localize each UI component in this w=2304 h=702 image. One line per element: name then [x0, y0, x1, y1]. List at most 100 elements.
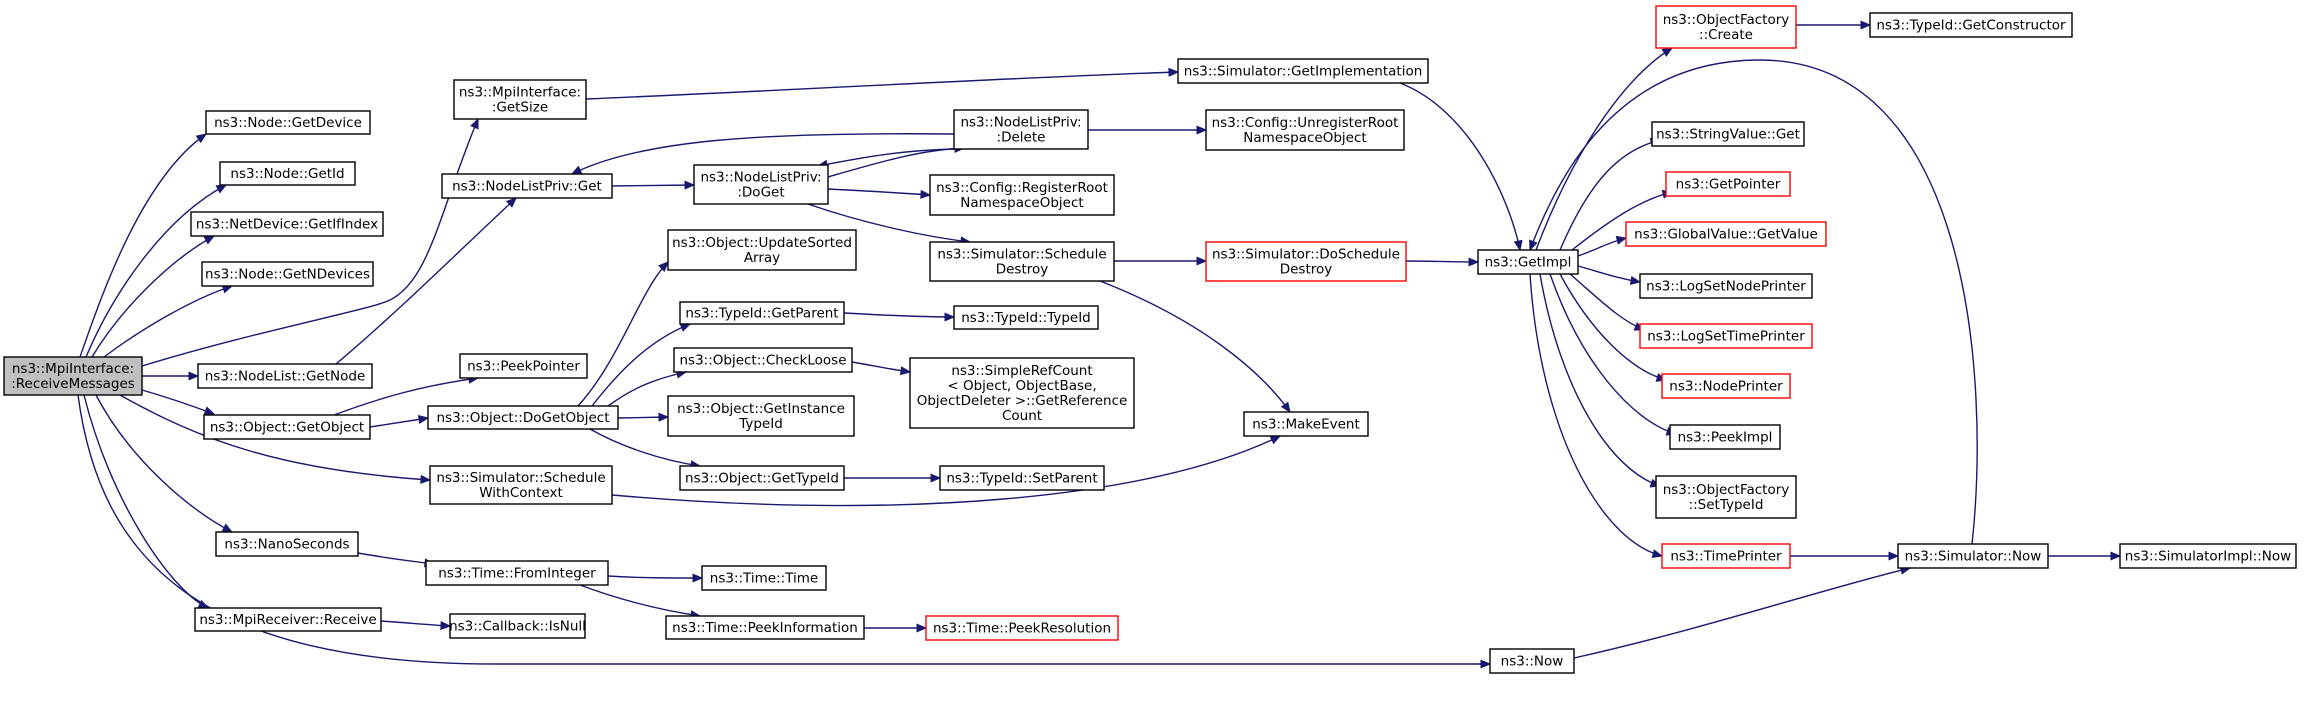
edge-schedule_destroy-to-makeevent — [1099, 280, 1291, 414]
node-sim-now[interactable]: ns3::Simulator::Now — [1897, 543, 2049, 569]
node-label: ns3::Config::RegisterRoot — [936, 180, 1108, 196]
node-lognodeprinter[interactable]: ns3::LogSetNodePrinter — [1639, 273, 1813, 299]
node-label: ns3::MpiInterface: — [12, 361, 134, 377]
node-label: ObjectDeleter >::GetReference — [917, 393, 1128, 409]
node-getimpl[interactable]: ns3::GetImpl — [1477, 249, 1579, 275]
node-label: ns3::Object::GetTypeId — [685, 471, 839, 487]
node-typeid-typeid[interactable]: ns3::TypeId::TypeId — [953, 305, 1099, 330]
node-label: ns3::TypeId::GetParent — [685, 306, 838, 322]
node-nlp-delete[interactable]: ns3::NodeListPriv::Delete — [953, 109, 1089, 150]
node-peekresolution[interactable]: ns3::Time::PeekResolution — [925, 615, 1119, 641]
node-globalvalue[interactable]: ns3::GlobalValue::GetValue — [1625, 221, 1827, 247]
node-peekimpl[interactable]: ns3::PeekImpl — [1669, 424, 1781, 450]
node-label: WithContext — [479, 485, 563, 501]
node-label: ns3::Simulator::GetImplementation — [1184, 64, 1423, 80]
node-label: ns3::Node::GetId — [230, 166, 344, 182]
edge-root-to-nodelist_getnode — [142, 371, 200, 381]
node-time-time[interactable]: ns3::Time::Time — [701, 565, 827, 591]
node-getconstructor[interactable]: ns3::TypeId::GetConstructor — [1869, 12, 2073, 38]
edge-peekinfo-to-peekresolution — [864, 623, 928, 633]
node-label: ns3::LogSetTimePrinter — [1647, 329, 1805, 345]
node-getpointer[interactable]: ns3::GetPointer — [1665, 171, 1791, 197]
node-label: ns3::Time::Time — [710, 571, 818, 587]
node-label: ns3::ObjectFactory — [1663, 482, 1790, 498]
node-nodelist-getnode[interactable]: ns3::NodeList::GetNode — [197, 363, 373, 389]
node-simimpl-now[interactable]: ns3::SimulatorImpl::Now — [2119, 543, 2297, 569]
node-label: ns3::GlobalValue::GetValue — [1634, 227, 1818, 243]
edge-fromint-to-time_time — [607, 573, 704, 583]
edge-obj_getobject-to-dogetobject — [369, 414, 430, 428]
node-peekinfo[interactable]: ns3::Time::PeekInformation — [665, 615, 865, 640]
node-unregister[interactable]: ns3::Config::UnregisterRootNamespaceObje… — [1205, 109, 1405, 151]
node-logtimeprinter[interactable]: ns3::LogSetTimePrinter — [1639, 323, 1813, 349]
node-of-create[interactable]: ns3::ObjectFactory::Create — [1655, 5, 1797, 49]
node-obj-getobject[interactable]: ns3::Object::GetObject — [203, 414, 371, 440]
node-getsize[interactable]: ns3::MpiInterface::GetSize — [453, 79, 587, 120]
edge-root-to-obj_getobject — [141, 389, 216, 415]
node-mpireceiver[interactable]: ns3::MpiReceiver::Receive — [194, 607, 382, 632]
node-fromint[interactable]: ns3::Time::FromInteger — [425, 560, 609, 586]
edge-getimpl-to-lognodeprinter — [1577, 265, 1642, 285]
node-makeevent[interactable]: ns3::MakeEvent — [1243, 411, 1369, 437]
node-label: ns3::MpiInterface: — [459, 85, 581, 101]
edge-sim_now-to-getimpl — [1529, 59, 1978, 545]
node-label: ns3::Simulator::DoSchedule — [1212, 247, 1400, 263]
edge-root-to-getsize — [141, 117, 479, 367]
node-callback-isnull[interactable]: ns3::Callback::IsNull — [449, 613, 586, 639]
node-timeprinter[interactable]: ns3::TimePrinter — [1661, 543, 1791, 569]
node-label: ns3::TypeId::GetConstructor — [1876, 18, 2066, 34]
node-label: ns3::NanoSeconds — [224, 537, 349, 553]
node-getndevices[interactable]: ns3::Node::GetNDevices — [201, 261, 374, 287]
node-nodeprinter[interactable]: ns3::NodePrinter — [1661, 373, 1791, 399]
node-nanoseconds[interactable]: ns3::NanoSeconds — [215, 531, 359, 557]
node-label: ns3::PeekPointer — [467, 359, 580, 375]
node-label: ns3::GetImpl — [1485, 255, 1572, 271]
node-label: ns3::Object::GetObject — [210, 420, 364, 436]
node-nlp-doget[interactable]: ns3::NodeListPriv::DoGet — [693, 164, 829, 205]
node-label: ns3::SimpleRefCount — [951, 363, 1092, 379]
node-obj-gettypeid[interactable]: ns3::Object::GetTypeId — [679, 465, 845, 491]
node-label: ns3::NetDevice::GetIfIndex — [196, 217, 378, 233]
edge-root-to-mpireceiver — [83, 394, 210, 609]
node-label: ns3::Simulator::Schedule — [436, 470, 605, 486]
node-root[interactable]: ns3::MpiInterface::ReceiveMessages — [3, 356, 143, 396]
node-label: ns3::GetPointer — [1676, 177, 1781, 193]
node-getimpl-sim[interactable]: ns3::Simulator::GetImplementation — [1177, 58, 1429, 84]
edge-getimpl-to-timeprinter — [1529, 273, 1664, 559]
node-label: NamespaceObject — [960, 195, 1083, 211]
edge-mpireceiver-to-callback_isnull — [380, 620, 452, 631]
node-getifindex[interactable]: ns3::NetDevice::GetIfIndex — [190, 211, 384, 237]
node-ns3now[interactable]: ns3::Now — [1489, 648, 1575, 674]
node-nlp-get[interactable]: ns3::NodeListPriv::Get — [441, 173, 613, 199]
node-label: ns3::Object::CheckLoose — [679, 353, 846, 369]
node-dogetobject[interactable]: ns3::Object::DoGetObject — [427, 405, 619, 430]
node-label: < Object, ObjectBase, — [947, 378, 1096, 394]
node-label: ns3::Simulator::Now — [1905, 549, 2042, 565]
node-typeid-setparent[interactable]: ns3::TypeId::SetParent — [939, 465, 1105, 491]
node-stringvalue-get[interactable]: ns3::StringValue::Get — [1651, 121, 1805, 147]
node-getdevice[interactable]: ns3::Node::GetDevice — [205, 110, 371, 135]
node-label: ns3::StringValue::Get — [1656, 127, 1800, 143]
node-simplerefcount[interactable]: ns3::SimpleRefCount< Object, ObjectBase,… — [909, 357, 1135, 429]
node-label: ns3::Time::PeekResolution — [933, 621, 1111, 637]
node-peekpointer[interactable]: ns3::PeekPointer — [459, 353, 588, 379]
node-label: ns3::SimulatorImpl::Now — [2125, 549, 2291, 565]
node-label: ns3::LogSetNodePrinter — [1646, 279, 1806, 295]
node-checkloose[interactable]: ns3::Object::CheckLoose — [673, 347, 853, 373]
edge-nlp_delete-to-nlp_doget — [816, 148, 959, 169]
edge-fromint-to-peekinfo — [579, 584, 702, 620]
node-getid[interactable]: ns3::Node::GetId — [219, 161, 356, 186]
node-label: ns3::TimePrinter — [1670, 549, 1782, 565]
node-of-settypeid[interactable]: ns3::ObjectFactory::SetTypeId — [1655, 475, 1797, 519]
node-label: ns3::Now — [1501, 654, 1564, 670]
nodes: ns3::MpiInterface::ReceiveMessagesns3::N… — [3, 5, 2297, 674]
node-typeid-getparent[interactable]: ns3::TypeId::GetParent — [679, 301, 845, 325]
node-label: :DoGet — [737, 185, 784, 201]
edge-ns3now-to-sim_now — [1573, 565, 1912, 659]
